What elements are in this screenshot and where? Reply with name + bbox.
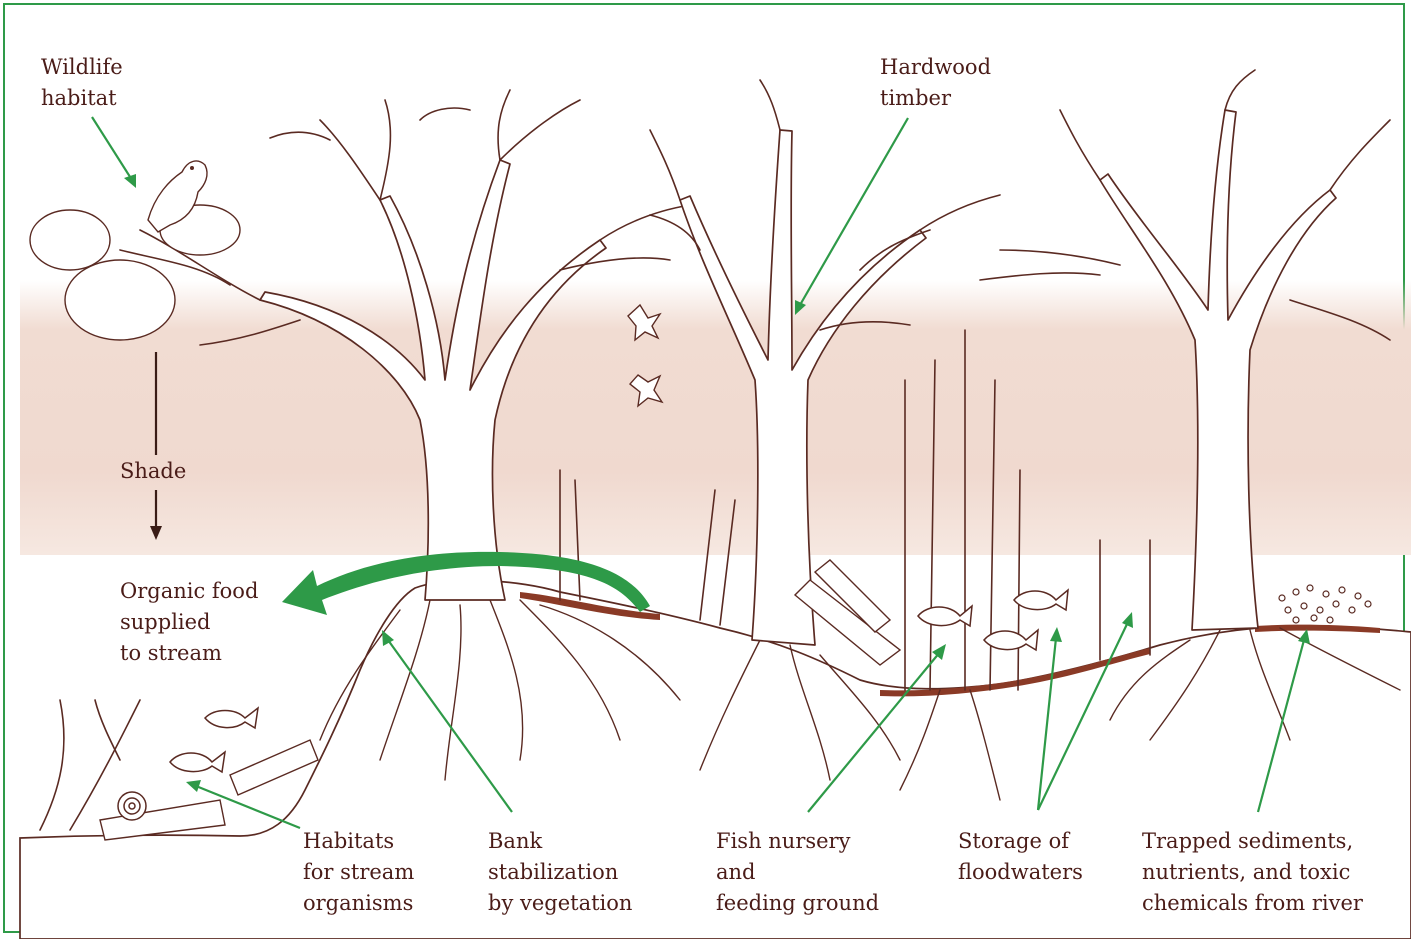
label-organic-food: Organic food supplied to stream (120, 576, 258, 669)
leaf-icon (630, 375, 662, 406)
label-habitats-stream: Habitats for stream organisms (303, 826, 414, 919)
label-wildlife-habitat: Wildlife habitat (41, 52, 123, 114)
label-storage-floodwaters: Storage of floodwaters (958, 826, 1083, 888)
label-fish-nursery: Fish nursery and feeding ground (716, 826, 879, 919)
fish-icon (205, 708, 258, 728)
fish-icon (1014, 590, 1068, 610)
sediment-dots (1279, 585, 1371, 623)
fish-icon (984, 630, 1038, 650)
fish-icon (170, 752, 225, 772)
label-hardwood-timber: Hardwood timber (880, 52, 991, 114)
leaf-icon (628, 305, 660, 340)
middle-hardwood-tree (650, 80, 1000, 645)
label-trapped-sediments: Trapped sediments, nutrients, and toxic … (1142, 826, 1363, 919)
snail-icon (118, 792, 146, 820)
label-bank-stabilization: Bank stabilization by vegetation (488, 826, 632, 919)
fish-icon (918, 606, 972, 626)
label-shade: Shade (120, 456, 186, 487)
right-tree (980, 70, 1390, 630)
large-left-tree (30, 90, 690, 600)
